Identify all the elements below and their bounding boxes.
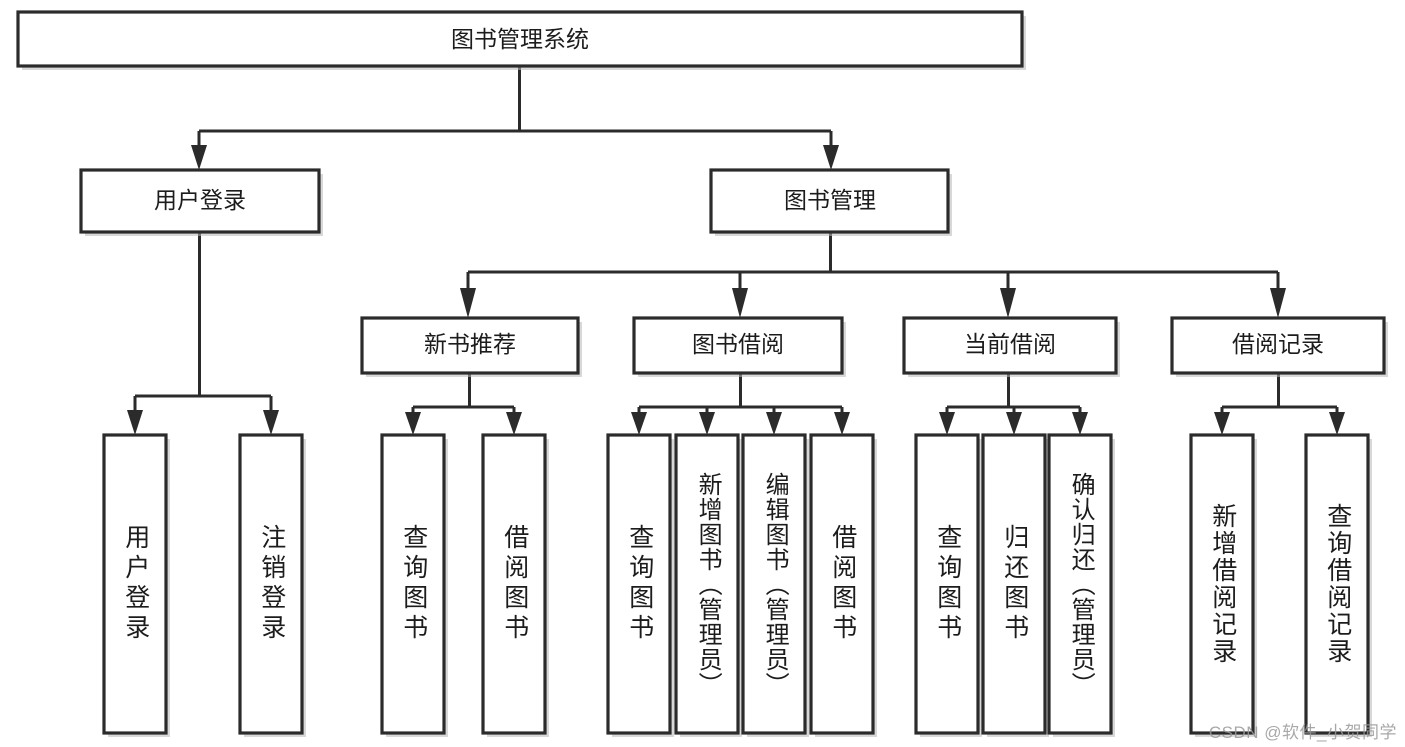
node-leaf-add-record[interactable] xyxy=(1189,433,1257,737)
arrow-to-leaf-borrow-book-1 xyxy=(506,412,522,435)
node-borrow-record-label: 借阅记录 xyxy=(1232,331,1324,357)
leaf-node-layer xyxy=(102,433,1372,737)
node-borrow-record[interactable]: 借阅记录 xyxy=(1170,316,1388,377)
node-book-borrow[interactable]: 图书借阅 xyxy=(632,316,846,377)
arrow-to-leaf-return-book xyxy=(1006,412,1022,435)
node-current-borrow-label: 当前借阅 xyxy=(964,331,1056,357)
arrow-to-leaf-query-book-1 xyxy=(405,412,421,435)
arrow-to-user-login xyxy=(191,145,207,170)
arrow-to-leaf-add-book xyxy=(699,412,715,435)
node-current-borrow[interactable]: 当前借阅 xyxy=(902,316,1120,377)
node-leaf-add-book[interactable] xyxy=(674,433,742,737)
arrow-to-leaf-edit-book xyxy=(766,412,782,435)
node-leaf-query-book-2[interactable] xyxy=(606,433,674,737)
arrow-to-leaf-borrow-book-2 xyxy=(834,412,850,435)
node-leaf-user-login[interactable] xyxy=(102,433,170,737)
arrow-to-leaf-query-book-2 xyxy=(631,412,647,435)
arrow-to-book-borrow xyxy=(732,288,748,318)
arrow-to-current-borrow xyxy=(1000,288,1016,318)
node-leaf-query-book-1[interactable] xyxy=(380,433,448,737)
node-leaf-logout-login[interactable] xyxy=(238,433,306,737)
edge-layer xyxy=(127,66,1345,435)
arrow-to-borrow-record xyxy=(1270,288,1286,318)
node-leaf-edit-book[interactable] xyxy=(741,433,809,737)
arrow-to-leaf-confirm-return xyxy=(1072,412,1088,435)
arrow-to-book-manage xyxy=(823,145,839,170)
node-leaf-query-record[interactable] xyxy=(1304,433,1372,737)
arrow-to-new-book-recommend xyxy=(460,288,476,318)
node-book-manage-label: 图书管理 xyxy=(784,187,876,213)
node-leaf-confirm-return[interactable] xyxy=(1047,433,1115,737)
arrow-to-leaf-query-record xyxy=(1329,412,1345,435)
node-layer: 图书管理系统 用户登录 图书管理 新书推荐 xyxy=(16,10,1388,737)
node-new-book-recommend[interactable]: 新书推荐 xyxy=(360,316,582,377)
node-leaf-return-book[interactable] xyxy=(981,433,1049,737)
node-book-manage[interactable]: 图书管理 xyxy=(709,168,952,236)
node-root-label: 图书管理系统 xyxy=(451,26,589,52)
node-user-login[interactable]: 用户登录 xyxy=(79,168,323,236)
node-leaf-borrow-book-1[interactable] xyxy=(481,433,549,737)
arrow-to-leaf-query-book-3 xyxy=(939,412,955,435)
arrow-to-leaf-user-login xyxy=(127,410,143,435)
arrow-to-leaf-logout-login xyxy=(263,410,279,435)
node-book-borrow-label: 图书借阅 xyxy=(692,331,784,357)
node-leaf-query-book-3[interactable] xyxy=(914,433,982,737)
node-root[interactable]: 图书管理系统 xyxy=(16,10,1026,70)
node-leaf-borrow-book-2[interactable] xyxy=(809,433,877,737)
csdn-watermark: CSDN @软件_小贺同学 xyxy=(1208,723,1397,742)
node-user-login-label: 用户登录 xyxy=(154,187,246,213)
node-new-book-recommend-label: 新书推荐 xyxy=(424,331,516,357)
arrow-to-leaf-add-record xyxy=(1214,412,1230,435)
